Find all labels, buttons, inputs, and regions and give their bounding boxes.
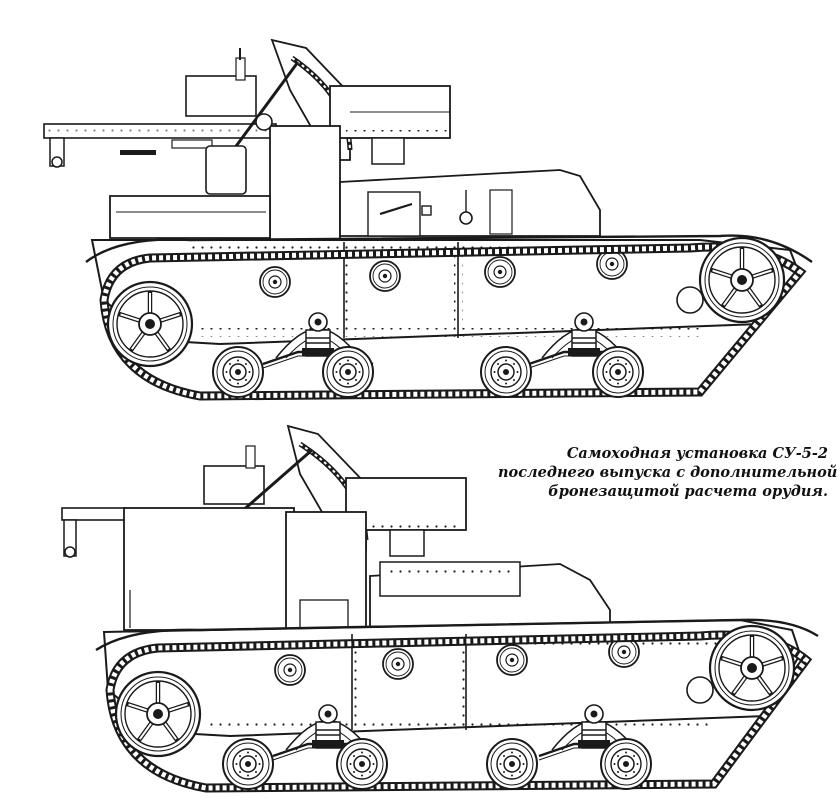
su-5-2-drawing-lower [61, 424, 819, 793]
gun-barrel [43, 123, 277, 168]
hull [85, 169, 813, 346]
gun-mount [185, 38, 451, 241]
crew-armor-box [123, 507, 367, 631]
idler-wheel-lower [116, 672, 200, 756]
caption-line-1: Самоходная установка СУ-5-2 [566, 445, 828, 462]
tension-wheel-lower [686, 676, 714, 704]
gun-barrel-lower [61, 507, 127, 558]
caption-line-3: бронезащитой расчета орудия. [548, 483, 828, 500]
drawing-caption: Самоходная установка СУ-5-2 последнего в… [498, 444, 838, 501]
drive-sprocket [700, 238, 784, 322]
su-5-2-drawing-upper [43, 38, 813, 401]
drive-sprocket-lower [710, 626, 794, 710]
tension-wheel [676, 286, 704, 314]
caption-line-2: последнего выпуска с дополнительной [498, 464, 838, 481]
idler-wheel [108, 282, 192, 366]
